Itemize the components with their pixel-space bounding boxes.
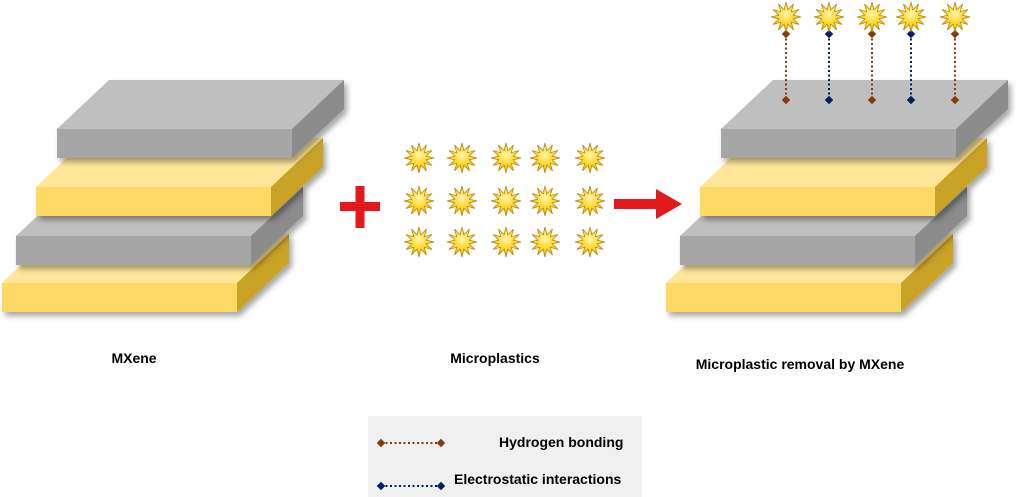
right-layer-1	[721, 80, 1008, 158]
microplastic-particle-r2-c1	[403, 185, 435, 217]
adsorbed-microplastic-4	[895, 1, 927, 33]
microplastic-particle-r1-c4	[529, 142, 561, 174]
right-layer-2-front	[700, 187, 935, 216]
left-layer-4-side	[237, 234, 289, 312]
right-arrow-icon	[614, 189, 682, 219]
microplastic-particle-r3-c4	[529, 226, 561, 258]
label-microplastics: Microplastics	[450, 350, 540, 366]
left-layer-1-front	[57, 129, 292, 158]
right-layer-3-front	[680, 236, 915, 265]
adsorbed-microplastic-3	[856, 1, 888, 33]
left-layer-3-side	[251, 187, 303, 265]
right-layer-4-front	[666, 283, 901, 312]
microplastic-particle-r1-c5	[574, 142, 606, 174]
microplastic-particle-r2-c2	[446, 185, 478, 217]
electrostatic-swatch	[376, 481, 446, 491]
leg-e-end-left	[376, 481, 386, 491]
legend-electrostatic-interactions: Electrostatic interactions	[454, 471, 622, 487]
microplastic-particle-r1-c1	[403, 142, 435, 174]
right-layer-1-front	[721, 129, 956, 158]
mxene-with-microplastics-stack	[666, 80, 1008, 312]
leg-h-end-left	[376, 438, 386, 448]
microplastic-particle-r3-c5	[574, 226, 606, 258]
legend-swatches	[376, 438, 446, 491]
adsorbed-microplastics	[770, 1, 971, 33]
adsorbed-microplastic-2	[813, 1, 845, 33]
left-layer-2-side	[271, 138, 323, 216]
left-layer-1-top	[57, 80, 344, 129]
plus-vertical	[355, 186, 365, 228]
microplastic-particle-r3-c1	[403, 226, 435, 258]
microplastic-particle-r2-c5	[574, 185, 606, 217]
adsorbed-microplastic-5	[939, 1, 971, 33]
left-layer-1	[57, 80, 344, 158]
leg-h-end-right	[436, 438, 446, 448]
right-layer-2-side	[935, 138, 987, 216]
plus-icon	[340, 186, 380, 228]
microplastic-particle-r1-c3	[490, 142, 522, 174]
left-layer-2-front	[36, 187, 271, 216]
right-layer-1-side	[956, 80, 1008, 158]
microplastic-particle-r3-c3	[490, 226, 522, 258]
right-layer-4-side	[901, 234, 953, 312]
right-layer-3-side	[915, 187, 967, 265]
hydrogen-bonding-swatch	[376, 438, 446, 448]
arrow-shaft	[614, 199, 660, 209]
left-layer-1-side	[292, 80, 344, 158]
left-layer-3-front	[16, 236, 251, 265]
leg-e-end-right	[436, 481, 446, 491]
microplastic-particle-r2-c4	[529, 185, 561, 217]
arrow-head	[656, 189, 682, 219]
microplastic-particle-r1-c2	[446, 142, 478, 174]
legend-box: Hydrogen bonding Electrostatic interacti…	[368, 416, 642, 497]
label-microplastic-removal: Microplastic removal by MXene	[695, 356, 905, 372]
label-mxene: MXene	[111, 350, 157, 366]
right-layer-1-top	[721, 80, 1008, 129]
legend-hydrogen-bonding: Hydrogen bonding	[499, 434, 624, 450]
microplastic-particle-r2-c3	[490, 185, 522, 217]
microplastics-grid	[403, 142, 606, 258]
mxene-layer-stack	[2, 80, 344, 312]
left-layer-4-front	[2, 283, 237, 312]
microplastic-particle-r3-c2	[446, 226, 478, 258]
adsorbed-microplastic-1	[770, 1, 802, 33]
